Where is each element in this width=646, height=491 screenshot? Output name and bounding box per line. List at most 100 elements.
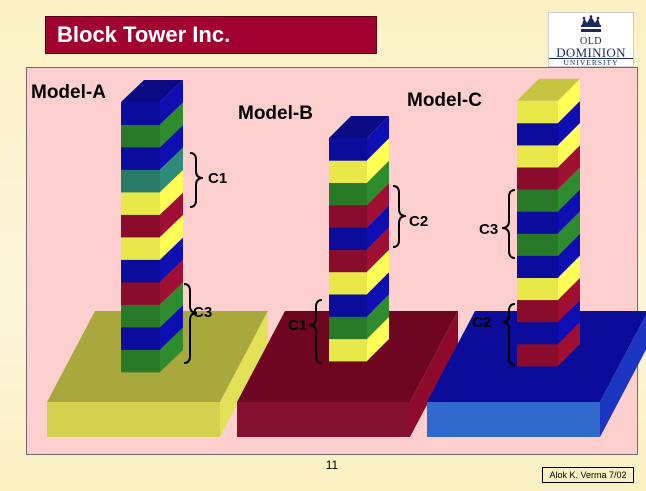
block-side-face xyxy=(558,189,580,234)
block xyxy=(121,192,183,238)
block-side-face xyxy=(367,182,389,228)
label-c-c3: C3 xyxy=(479,221,498,238)
block-front-face xyxy=(517,100,558,124)
block-top-face xyxy=(517,78,580,101)
block-front-face xyxy=(121,349,160,373)
block xyxy=(329,160,389,206)
block-front-face xyxy=(517,167,558,190)
block-side-face xyxy=(160,282,183,327)
block-front-face xyxy=(121,214,160,238)
block-side-face xyxy=(558,123,580,168)
block xyxy=(121,305,183,350)
block-front-face xyxy=(517,299,558,323)
block-side-face xyxy=(367,249,389,295)
bracket-b-c2 xyxy=(392,185,407,248)
bracket-a-c1 xyxy=(189,152,204,208)
block-front-face xyxy=(121,327,160,350)
block-side-face xyxy=(160,80,183,125)
block-front-face xyxy=(121,147,160,170)
block-side-face xyxy=(160,125,183,170)
block xyxy=(329,138,389,183)
model-b-label: Model-B xyxy=(238,103,313,124)
block-side-face xyxy=(367,316,389,361)
bracket-c-c3 xyxy=(501,189,516,259)
block xyxy=(517,145,580,190)
block xyxy=(121,80,183,125)
block-front-face xyxy=(329,294,367,317)
block xyxy=(517,189,580,234)
block-front-face xyxy=(121,102,160,125)
block-front-face xyxy=(121,237,160,260)
block-side-face xyxy=(160,305,183,350)
block-front-face xyxy=(121,304,160,328)
brackets: C1 C3 C2 C1 C3 C2 xyxy=(183,152,516,366)
block-front-face xyxy=(329,160,367,183)
block-front-face xyxy=(517,189,558,212)
block xyxy=(329,272,389,317)
block-top-face xyxy=(329,116,389,138)
block-front-face xyxy=(329,182,367,206)
block xyxy=(121,260,183,305)
block-front-face xyxy=(121,192,160,215)
title-banner: Block Tower Inc. xyxy=(45,16,377,54)
block xyxy=(517,78,580,124)
logo-line-3: UNIVERSITY xyxy=(549,58,633,67)
block xyxy=(121,215,183,260)
block-front-face xyxy=(329,249,367,273)
block xyxy=(517,100,580,146)
block-side-face xyxy=(558,277,580,322)
block-front-face xyxy=(517,321,558,345)
block-side-face xyxy=(160,237,183,282)
logo-line-1: OLD xyxy=(579,36,603,47)
tower-b xyxy=(329,116,389,362)
block-front-face xyxy=(329,227,367,250)
block xyxy=(121,237,183,283)
block-front-face xyxy=(121,124,160,148)
block-side-face xyxy=(367,160,389,205)
page-title: Block Tower Inc. xyxy=(57,22,231,47)
block-side-face xyxy=(367,116,389,161)
block-side-face xyxy=(160,327,183,372)
block-side-face xyxy=(558,167,580,212)
logo-line-2: DOMINION xyxy=(556,45,626,60)
label-c-c2: C2 xyxy=(472,314,491,331)
model-a-label: Model-A xyxy=(31,82,106,103)
university-logo: OLD DOMINION UNIVERSITY xyxy=(548,12,634,67)
bracket-c-c2 xyxy=(501,303,516,366)
block-front-face xyxy=(329,204,367,228)
tower-a xyxy=(121,80,183,373)
author-credit: Alok K. Verma 7/02 xyxy=(542,467,634,483)
block xyxy=(517,321,580,367)
block-front-face xyxy=(517,145,558,168)
block xyxy=(329,294,389,340)
towers xyxy=(121,78,580,373)
block xyxy=(121,147,183,193)
label-b-c1: C1 xyxy=(288,317,307,334)
block-side-face xyxy=(367,227,389,272)
block-side-face xyxy=(367,205,389,250)
block-side-face xyxy=(160,215,183,260)
block-side-face xyxy=(558,299,580,344)
block-side-face xyxy=(367,138,389,183)
tower-c xyxy=(517,78,580,367)
block xyxy=(329,116,389,161)
block-side-face xyxy=(160,260,183,305)
block xyxy=(517,123,580,168)
block xyxy=(121,102,183,148)
bracket-a-c3 xyxy=(183,283,198,364)
label-b-c2: C2 xyxy=(409,213,428,230)
block-side-face xyxy=(160,192,183,237)
block-front-face xyxy=(517,233,558,256)
block xyxy=(121,282,183,328)
block xyxy=(121,125,183,170)
block-front-face xyxy=(329,316,367,340)
block xyxy=(517,233,580,278)
label-a-c3: C3 xyxy=(193,304,212,321)
bracket-b-c1 xyxy=(308,299,323,364)
block xyxy=(329,205,389,250)
block xyxy=(329,227,389,273)
block-side-face xyxy=(558,100,580,145)
block xyxy=(121,170,183,215)
block xyxy=(517,167,580,212)
